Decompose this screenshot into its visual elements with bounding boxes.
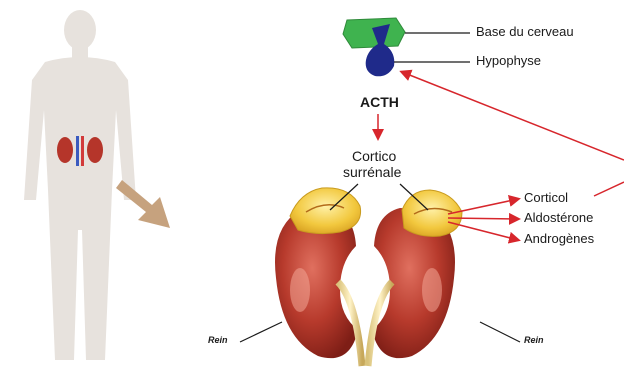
aldosterone-arrow xyxy=(448,218,518,219)
rein-right-leader xyxy=(480,322,520,342)
rein-left-leader xyxy=(240,322,282,342)
feedback-arrow xyxy=(402,72,624,160)
pointer-arrow xyxy=(116,180,170,228)
pituitary-label: Hypophyse xyxy=(476,53,541,68)
rein-left-label: Rein xyxy=(208,335,228,345)
left-adrenal-gland xyxy=(290,188,361,234)
corticol-label: Corticol xyxy=(524,190,568,205)
cortico-label-line1: Cortico xyxy=(352,148,396,164)
androgenes-label: Androgènes xyxy=(524,231,594,246)
aldosterone-label: Aldostérone xyxy=(524,210,593,225)
cortico-label-line2: surrénale xyxy=(343,164,401,180)
brain-base-label: Base du cerveau xyxy=(476,24,574,39)
rein-right-label: Rein xyxy=(524,335,544,345)
feedback-line xyxy=(594,182,624,196)
acth-label: ACTH xyxy=(360,94,399,110)
androgenes-arrow xyxy=(448,222,518,240)
